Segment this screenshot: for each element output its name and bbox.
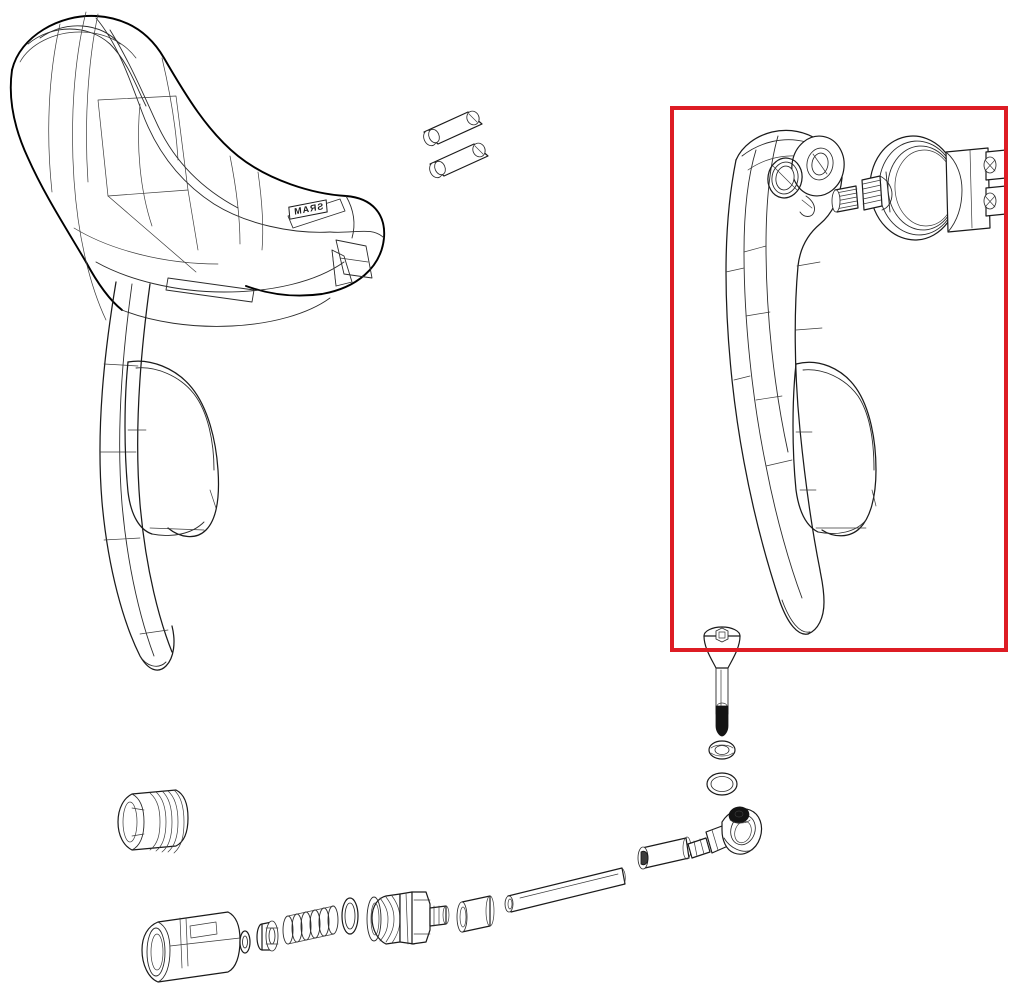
part-banjo-fitting bbox=[687, 806, 763, 859]
part-clamp-bolt-small bbox=[831, 185, 859, 213]
part-threaded-fitting bbox=[366, 891, 450, 945]
part-hydraulic-hose bbox=[504, 867, 626, 913]
part-pin-set bbox=[423, 110, 489, 179]
part-hose-barb-nut bbox=[117, 789, 189, 854]
part-o-ring-large bbox=[341, 897, 359, 935]
part-wave-washer bbox=[708, 740, 736, 760]
part-lever-body bbox=[725, 129, 877, 635]
part-pivot-bolt bbox=[703, 626, 741, 737]
part-return-spring bbox=[282, 905, 339, 945]
part-bleed-port-body bbox=[141, 911, 241, 983]
part-lever-assembly-complete bbox=[9, 11, 386, 671]
part-small-washer bbox=[239, 930, 251, 954]
part-piston-seal bbox=[256, 920, 279, 952]
part-hose-ferrule-left bbox=[456, 895, 495, 933]
part-hose-ferrule-right bbox=[637, 836, 692, 870]
part-o-ring-pivot bbox=[706, 772, 738, 796]
part-handlebar-clamp bbox=[861, 135, 1007, 241]
